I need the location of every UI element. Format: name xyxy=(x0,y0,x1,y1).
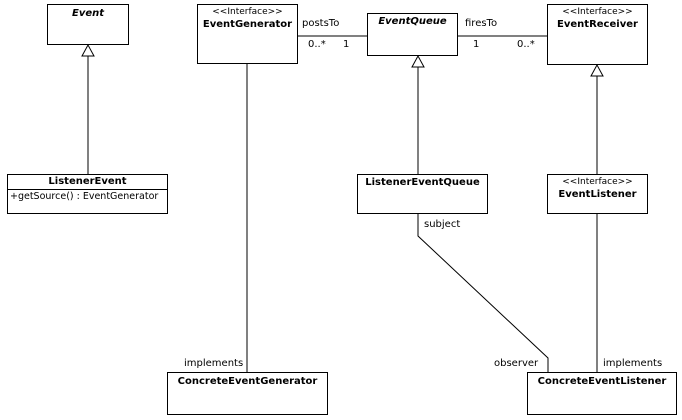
class-name: EventQueue xyxy=(378,16,447,27)
class-listener-event-queue[interactable]: ListenerEventQueue xyxy=(357,174,488,214)
fires-to-target-multiplicity: 0..* xyxy=(517,39,535,50)
posts-to-source-multiplicity: 0..* xyxy=(308,39,326,50)
class-name: EventReceiver xyxy=(557,19,638,30)
fires-to-source-multiplicity: 1 xyxy=(473,39,480,50)
stereotype-label: <<Interface>> xyxy=(562,7,633,17)
subject-role-label: subject xyxy=(424,219,461,230)
class-name: ListenerEventQueue xyxy=(365,177,480,188)
implements-listener-label: implements xyxy=(603,358,663,369)
class-listener-event[interactable]: ListenerEvent +getSource() : EventGenera… xyxy=(7,174,168,214)
class-concrete-event-generator[interactable]: ConcreteEventGenerator xyxy=(167,372,328,415)
generalization-arrow-event xyxy=(81,43,95,57)
association-subject-observer xyxy=(417,214,549,372)
posts-to-target-multiplicity: 1 xyxy=(343,39,350,50)
generalization-arrow-event-receiver xyxy=(590,63,604,77)
class-name: EventListener xyxy=(558,189,637,200)
implements-generator-label: implements xyxy=(184,358,244,369)
class-event-generator[interactable]: <<Interface>> EventGenerator xyxy=(197,4,298,64)
class-header: ListenerEvent xyxy=(8,175,167,190)
class-concrete-event-listener[interactable]: ConcreteEventListener xyxy=(527,372,677,415)
class-name: ConcreteEventGenerator xyxy=(177,376,318,387)
posts-to-label: postsTo xyxy=(302,18,340,29)
method-get-source: +getSource() : EventGenerator xyxy=(10,191,159,202)
stereotype-label: <<Interface>> xyxy=(562,177,633,187)
class-event-queue[interactable]: EventQueue xyxy=(367,13,458,56)
class-name: ConcreteEventListener xyxy=(537,376,667,387)
class-name: EventGenerator xyxy=(202,19,293,30)
class-event-listener[interactable]: <<Interface>> EventListener xyxy=(547,174,648,214)
class-name: Event xyxy=(71,8,105,19)
fires-to-label: firesTo xyxy=(465,18,498,29)
observer-role-label: observer xyxy=(494,358,539,369)
generalization-arrow-event-queue xyxy=(411,54,425,68)
stereotype-label: <<Interface>> xyxy=(212,7,283,17)
class-name: ListenerEvent xyxy=(48,176,127,187)
class-event[interactable]: Event xyxy=(47,4,129,45)
class-event-receiver[interactable]: <<Interface>> EventReceiver xyxy=(547,4,648,65)
